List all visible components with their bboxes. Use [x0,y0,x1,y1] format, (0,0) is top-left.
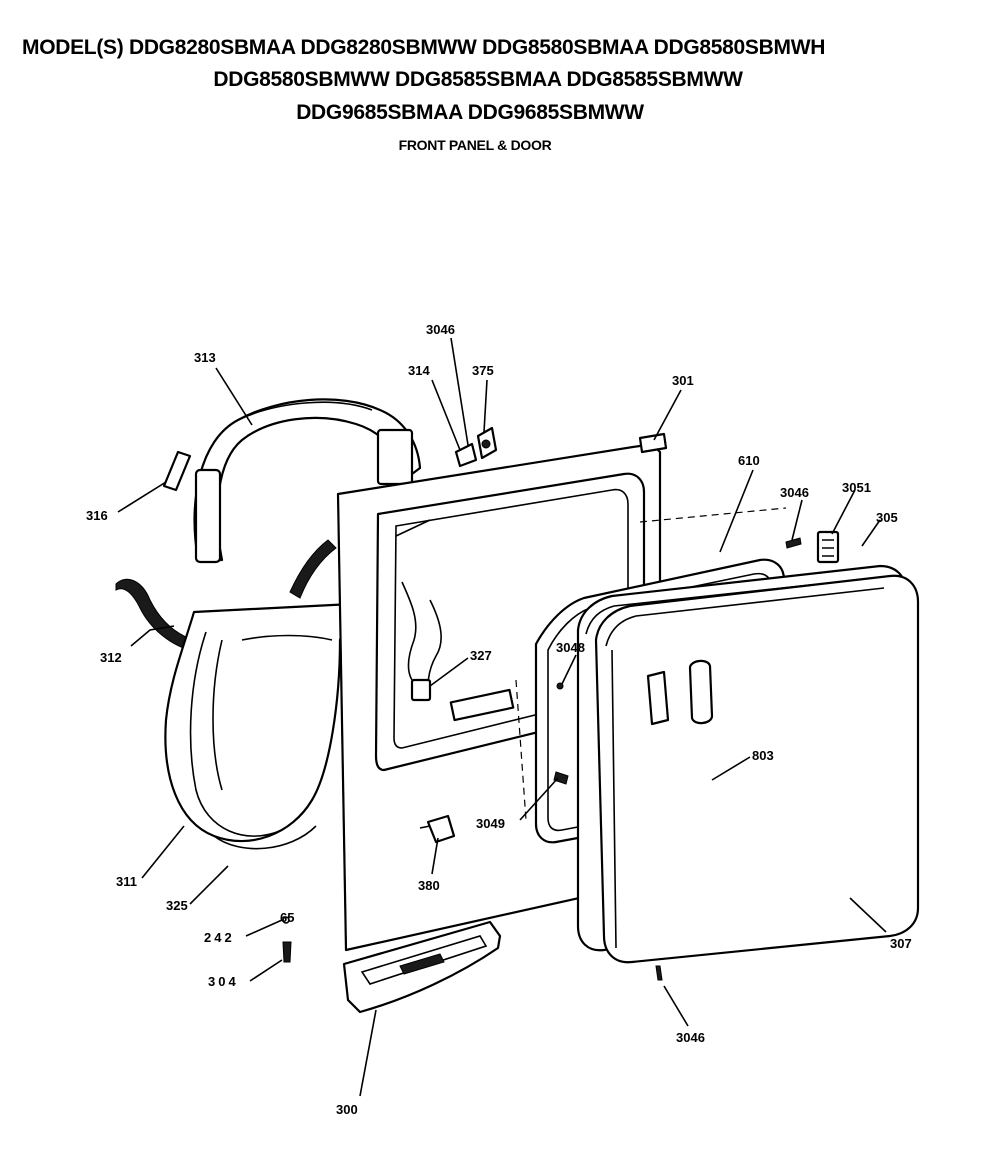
part-3049-screw [553,771,569,785]
model-list-line-1: MODEL(S) DDG8280SBMAA DDG8280SBMWW DDG85… [22,36,826,59]
part-65-washer [282,916,290,924]
callout-301: 301 [672,373,694,388]
callout-3046-bottom: 3046 [676,1030,705,1045]
callout-312: 312 [100,650,122,665]
callout-3046-top: 3046 [426,322,455,337]
callout-3048: 3048 [556,640,585,655]
callout-311: 311 [116,874,137,889]
part-3051-hinge [816,530,840,564]
callout-307: 307 [890,936,912,951]
callout-3051: 3051 [842,480,871,495]
part-3046-screw-bottom [655,965,663,981]
callout-labels: 3046 314 375 301 313 316 610 3046 3051 3… [86,322,912,1117]
model-list-line-2: DDG8580SBMWW DDG8585SBMAA DDG8585SBMWW [213,68,743,91]
part-314-375-latch [454,426,498,468]
callout-300: 300 [336,1102,358,1117]
callout-325: 325 [166,898,188,913]
part-304-screw [282,941,292,963]
part-327-door-switch [401,581,442,702]
callout-313: 313 [194,350,216,365]
part-307-outer-door [594,574,920,964]
callout-327: 327 [470,648,492,663]
callout-304: 304 [208,974,239,989]
callout-3049: 3049 [476,816,505,831]
callout-305: 305 [876,510,898,525]
callout-65: 65 [280,910,294,925]
alignment-line-upper [639,507,787,523]
leader-lines [117,337,887,1097]
part-3046-screw-right [785,537,802,549]
callout-314: 314 [408,363,430,378]
callout-803: 803 [752,748,774,763]
callout-375: 375 [472,363,494,378]
model-list-line-3: DDG9685SBMAA DDG9685SBMWW [296,101,644,124]
callout-380: 380 [418,878,440,893]
part-313-bulkhead-arch [193,398,422,564]
part-300-base-panel [342,920,502,1014]
diagram-header: MODEL(S) DDG8280SBMAA DDG8280SBMWW DDG85… [0,0,1000,170]
callout-316: 316 [86,508,108,523]
part-316-pad [162,450,192,492]
callout-3046-right: 3046 [780,485,809,500]
part-311-duct-housing [164,602,354,850]
part-3048-screw [556,682,564,690]
part-380-door-switch [419,814,456,844]
diagram-subtitle: FRONT PANEL & DOOR [398,137,552,153]
callout-610: 610 [738,453,760,468]
callout-242: 242 [204,930,235,945]
